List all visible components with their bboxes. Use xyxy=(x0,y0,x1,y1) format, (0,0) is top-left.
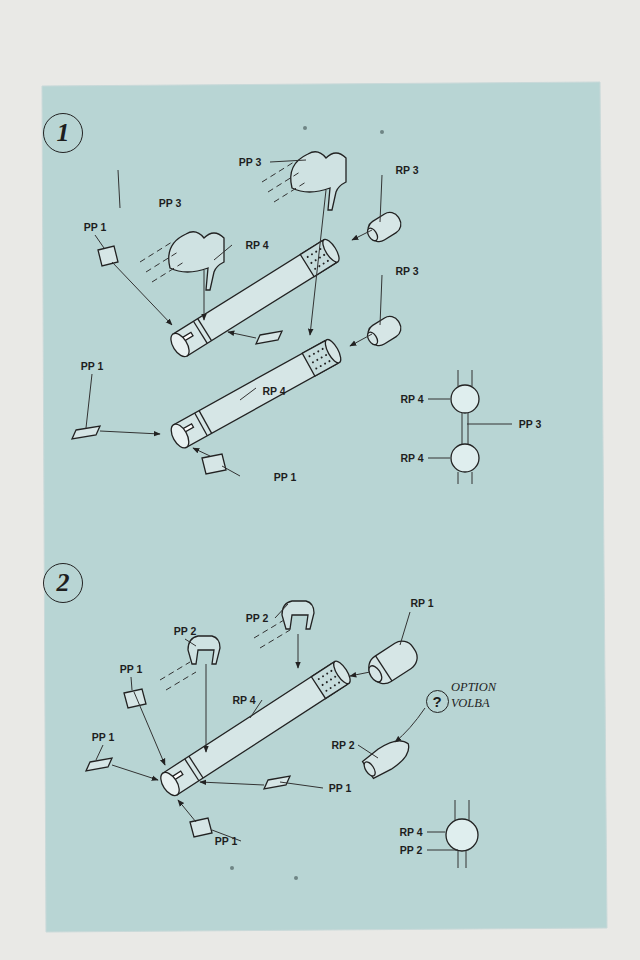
part-callout: PP 3 xyxy=(519,419,542,430)
step-number: 1 xyxy=(43,113,83,153)
part-callout: PP 3 xyxy=(239,157,262,168)
part-callout: RP 1 xyxy=(410,598,433,609)
part-callout: PP 1 xyxy=(215,836,238,847)
part-callout: RP 4 xyxy=(400,453,423,464)
step-number-text: 2 xyxy=(57,570,70,596)
part-callout: PP 1 xyxy=(92,732,115,743)
step-number-text: 1 xyxy=(57,120,70,146)
option-symbol-text: ? xyxy=(432,694,441,709)
part-callout: RP 3 xyxy=(395,165,418,176)
part-callout: RP 2 xyxy=(331,740,354,751)
part-callout: RP 4 xyxy=(399,827,422,838)
part-callout: RP 4 xyxy=(400,394,423,405)
part-callout: PP 1 xyxy=(84,222,107,233)
option-note: OPTION xyxy=(451,681,496,694)
part-callout: RP 3 xyxy=(395,266,418,277)
step-number: 2 xyxy=(43,563,83,603)
part-callout: PP 1 xyxy=(329,783,352,794)
part-callout: RP 4 xyxy=(262,386,285,397)
option-symbol: ? xyxy=(426,690,449,713)
option-note: VOLBA xyxy=(451,697,490,710)
part-callout: RP 4 xyxy=(232,695,255,706)
part-callout: PP 2 xyxy=(246,613,269,624)
part-callout: PP 1 xyxy=(120,664,143,675)
part-callout: PP 2 xyxy=(174,626,197,637)
part-callout: PP 3 xyxy=(159,198,182,209)
part-callout: PP 1 xyxy=(81,361,104,372)
part-callout: PP 2 xyxy=(400,845,423,856)
part-callout: RP 4 xyxy=(245,240,268,251)
part-callout: PP 1 xyxy=(274,472,297,483)
